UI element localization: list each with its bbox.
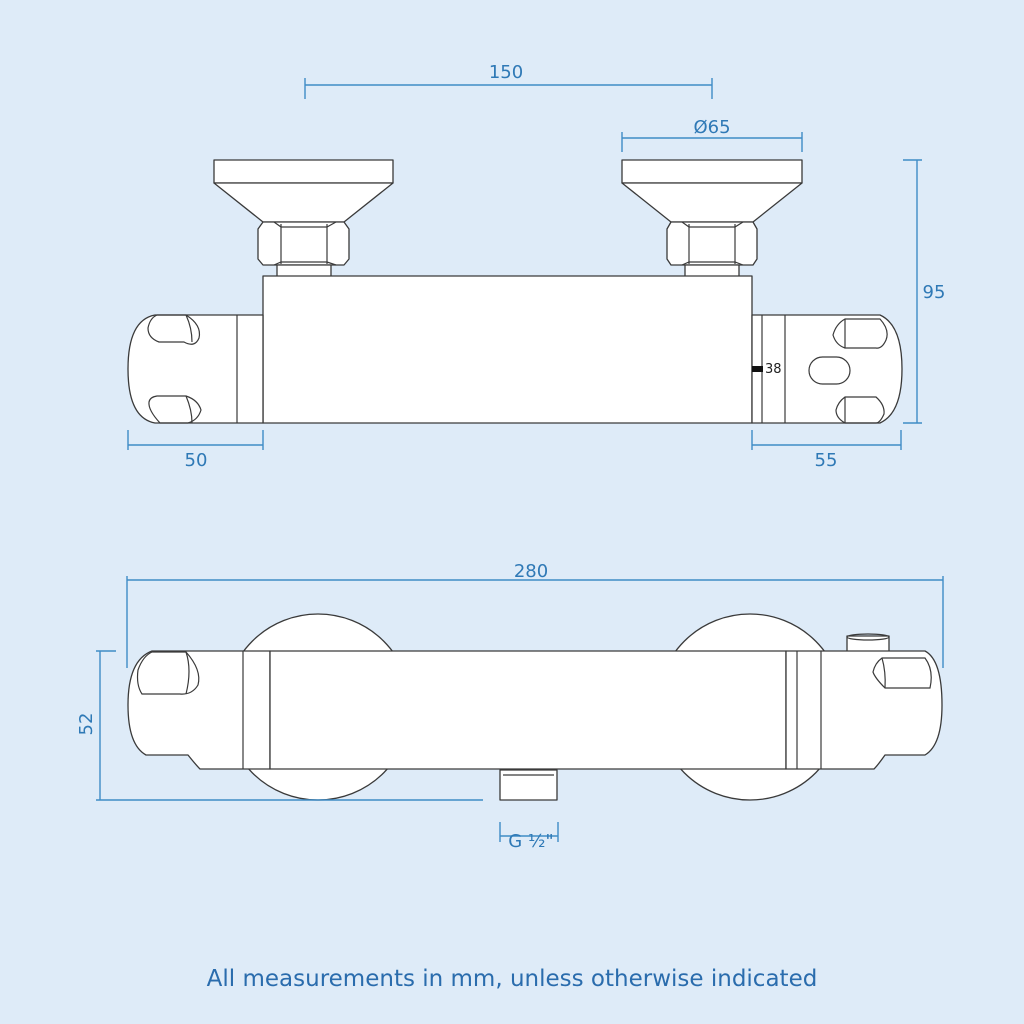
- temperature-marker: [752, 366, 763, 372]
- temperature-marker-label: 38: [765, 362, 782, 377]
- dim-depth-label: 95: [923, 282, 946, 303]
- right-wall-connector: [621, 159, 803, 281]
- dim-height-label: 52: [76, 713, 97, 736]
- left-handle-top: [127, 314, 264, 424]
- valve-body-front: [269, 650, 787, 770]
- left-handle-front: [127, 650, 271, 770]
- left-wall-connector: [213, 159, 394, 281]
- dim-right-cap-label: 55: [815, 450, 838, 471]
- right-handle-front: [785, 650, 943, 770]
- measurement-note: All measurements in mm, unless otherwise…: [206, 966, 818, 992]
- dim-plate-diameter-label: Ø65: [693, 117, 730, 138]
- top-view: 38 150 Ø65 95 50 55: [127, 62, 946, 471]
- right-handle-top: 38: [751, 314, 903, 424]
- dim-centers-label: 150: [489, 62, 523, 83]
- dim-150: 150: [304, 62, 713, 99]
- top-knob: [846, 635, 890, 653]
- valve-body-top: [262, 275, 753, 424]
- dim-65: Ø65: [621, 117, 803, 152]
- dim-52: 52: [76, 650, 483, 801]
- dim-outlet-label: G ½": [508, 831, 553, 852]
- dim-280: 280: [126, 561, 944, 668]
- dim-length-label: 280: [514, 561, 548, 582]
- dim-55: 55: [751, 430, 902, 471]
- dim-left-cap-label: 50: [185, 450, 208, 471]
- dim-50: 50: [127, 430, 264, 471]
- front-view: 280 52 G ½": [76, 561, 944, 852]
- dim-95: 95: [903, 159, 946, 424]
- dim-outlet: G ½": [499, 822, 559, 852]
